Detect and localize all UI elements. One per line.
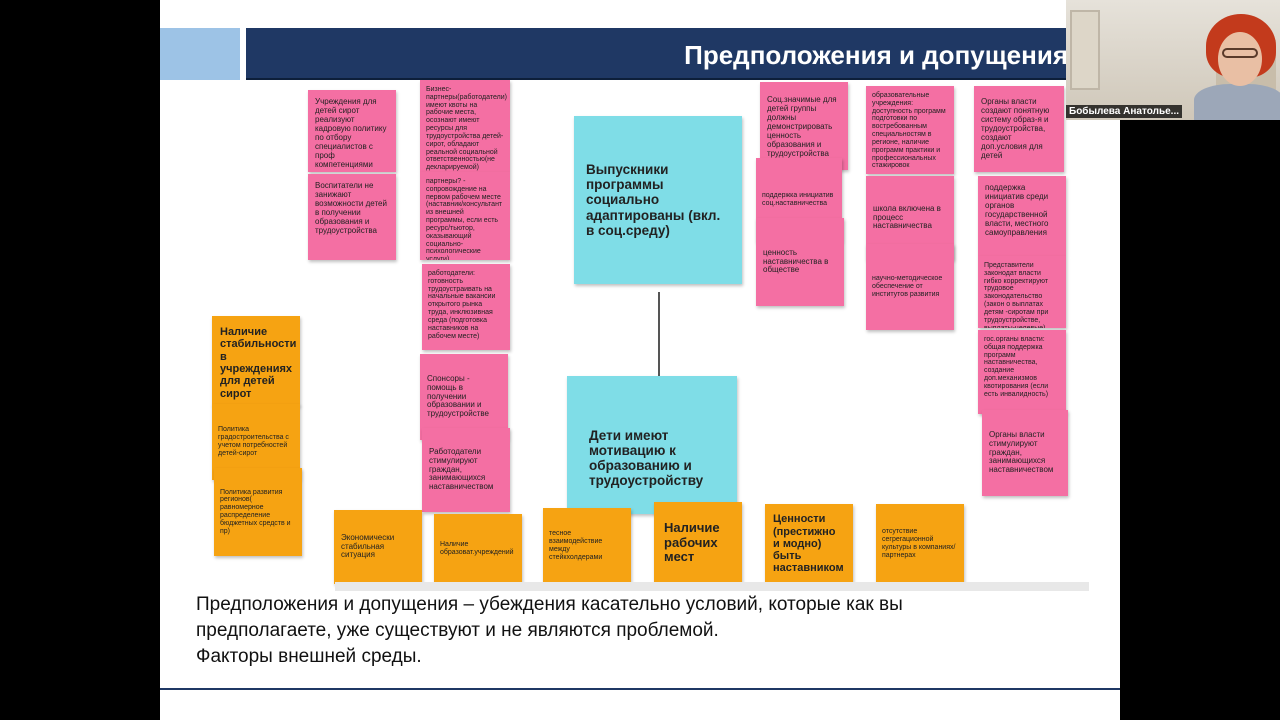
sticky-note: Наличие рабочих мест — [654, 502, 742, 584]
sticky-note: Спонсоры - помощь в получении образовани… — [420, 354, 508, 440]
footer-rule — [160, 688, 1120, 690]
caption-line: Факторы внешней среды. — [196, 646, 422, 668]
participant-name-label: Бобылева Анатолье... — [1066, 105, 1182, 118]
divider-strip — [335, 582, 1089, 591]
sticky-note: Наличие образоват.учреждений — [434, 514, 522, 584]
participant-glasses — [1222, 48, 1258, 58]
participant-video-tile[interactable]: Бобылева Анатолье... — [1066, 0, 1280, 120]
sticky-note: тесное взаимодействие между стейкхолдера… — [543, 508, 631, 584]
sticky-note: Бизнес-партнеры(работодатели) имеют квот… — [420, 80, 510, 172]
sticky-note: Экономически стабильная ситуация — [334, 510, 422, 584]
sticky-note: научно-методическое обеспечение от инсти… — [866, 244, 954, 330]
sticky-note: Органы власти создают понятную систему о… — [974, 86, 1064, 172]
slide-caption: Предположения и допущения – убеждения ка… — [196, 592, 1096, 671]
sticky-note: Представители законодат власти гибко кор… — [978, 256, 1066, 328]
slide-title: Предположения и допущения — [684, 40, 1068, 70]
sticky-note: Ценности (престижно и модно) быть настав… — [765, 504, 853, 584]
caption-line: предполагаете, уже существуют и не являю… — [196, 620, 719, 642]
outcome-box-bottom: Дети имеют мотивацию к образованию и тру… — [567, 376, 737, 514]
sticky-note: работодатели: готовность трудоустраивать… — [422, 264, 510, 350]
caption-line: Предположения и допущения – убеждения ка… — [196, 594, 903, 615]
sticky-note: Политика развития регионов( равномерное … — [214, 468, 302, 556]
sticky-note: поддержка инициатив среди органов госуда… — [978, 176, 1066, 256]
video-door — [1070, 10, 1100, 90]
sticky-note: образовательные учреждения: доступность … — [866, 86, 954, 174]
sticky-note: Учреждения для детей сирот реализуют кад… — [308, 90, 396, 172]
sticky-note: отсутствие сегрегационной культуры в ком… — [876, 504, 964, 584]
participant-face — [1218, 32, 1262, 86]
sticky-note: Соц.значимые для детей группы должны дем… — [760, 82, 848, 170]
participant-body — [1194, 84, 1280, 120]
header-accent-square — [160, 28, 240, 80]
presentation-slide: Предположения и допущения Учреждения для… — [160, 0, 1120, 720]
sticky-note: гос.органы власти: общая поддержка прогр… — [978, 330, 1066, 414]
sticky-note: Политика градостроительства с учетом пот… — [212, 404, 300, 480]
sticky-note: Работодатели стимулируют граждан, занима… — [422, 428, 510, 512]
header-bar: Предположения и допущения — [246, 28, 1120, 80]
sticky-note: Органы власти стимулируют граждан, заним… — [982, 410, 1068, 496]
outcome-box-top: Выпускники программы социально адаптиров… — [574, 116, 742, 284]
sticky-note: ценность наставничества в обществе — [756, 218, 844, 306]
sticky-note: Воспитатели не занижают возможности дете… — [308, 174, 396, 260]
sticky-note: партнеры? - сопровождение на первом рабо… — [420, 172, 510, 260]
sticky-note: Наличие стабильности в учреждениях для д… — [212, 316, 300, 406]
connector-line — [658, 292, 660, 376]
